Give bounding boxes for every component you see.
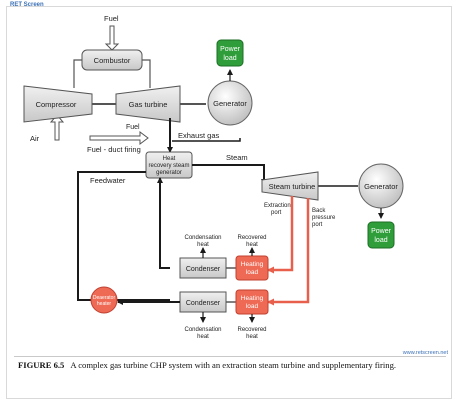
- back-pressure-label-3: port: [312, 222, 323, 228]
- steam-turbine-label: Steam turbine: [269, 182, 316, 191]
- chp-diagram: Fuel Air Fuel - duct firing Combustor Co…: [23, 14, 404, 340]
- recovered-heat-bottom-label-2: heat: [246, 334, 258, 340]
- generator-top-label: Generator: [213, 99, 247, 108]
- power-load-top-label-1: Power: [220, 46, 241, 53]
- recovered-heat-bottom-label-1: Recovered: [237, 327, 266, 333]
- hrsg-label-2: recovery steam: [148, 163, 189, 169]
- feedwater-line: [77, 171, 170, 301]
- hrsg-label-1: Heat: [163, 156, 176, 162]
- caption-rule: [14, 356, 446, 357]
- hrsg-label-3: generator: [156, 170, 182, 176]
- gas-turbine-label: Gas turbine: [129, 100, 168, 109]
- fuel-duct-label: Fuel - duct firing: [87, 145, 141, 154]
- deaerator-label-1: Deaerator: [93, 295, 116, 301]
- compressor-label: Compressor: [36, 100, 77, 109]
- header-brand: RET Screen: [10, 2, 44, 8]
- combustor-to-turbine-line: [142, 59, 151, 88]
- compressor-to-combustor-line: [73, 59, 82, 88]
- steam-line: [192, 164, 267, 185]
- air-arrow: [49, 114, 65, 141]
- back-pressure-label-2: pressure: [312, 215, 336, 221]
- steam-label: Steam: [226, 153, 248, 162]
- steam-turbine-shape: [261, 171, 319, 201]
- extraction-label-1: Extraction: [264, 203, 291, 209]
- back-pressure-steam-line: [267, 198, 310, 306]
- cond-heat-top-label-1: Condensation: [184, 235, 221, 241]
- extraction-steam-line: [267, 196, 294, 274]
- power-load-right: [367, 221, 395, 249]
- recovered-heat-top-label-1: Recovered: [237, 235, 266, 241]
- heating-load-bottom-label-2: load: [246, 303, 259, 310]
- feedwater-label: Feedwater: [90, 176, 126, 185]
- cond-heat-bottom-label-2: heat: [197, 334, 209, 340]
- condenser-bottom-label: Condenser: [186, 300, 221, 307]
- exhaust-out-line: [172, 138, 241, 142]
- heating-load-top: [235, 255, 269, 281]
- compressor-shape: [23, 85, 93, 123]
- figure-number: FIGURE 6.5: [18, 360, 65, 370]
- combustor-label: Combustor: [94, 56, 131, 65]
- condenser-top-label: Condenser: [186, 266, 221, 273]
- power-load-right-label-1: Power: [371, 228, 392, 235]
- power-load-top-label-2: load: [223, 55, 236, 62]
- watermark: www.retscreen.net: [402, 350, 448, 356]
- recovered-heat-top-label-2: heat: [246, 242, 258, 248]
- gas-turbine-shape: [115, 85, 181, 123]
- power-load-top: [216, 39, 244, 67]
- exhaust-gas-label: Exhaust gas: [178, 131, 220, 140]
- air-label: Air: [30, 134, 40, 143]
- power-load-right-label-2: load: [374, 237, 387, 244]
- heating-load-bottom: [235, 289, 269, 315]
- back-pressure-label-1: Back: [312, 208, 326, 214]
- cond-heat-top-label-2: heat: [197, 242, 209, 248]
- fuel-top-arrow: [104, 25, 120, 51]
- generator-right-label: Generator: [364, 182, 398, 191]
- heating-load-bottom-label-1: Heating: [241, 295, 264, 302]
- fuel-lower-label: Fuel: [126, 124, 140, 131]
- heating-load-top-label-1: Heating: [241, 261, 264, 268]
- fuel-duct-arrow: [89, 131, 149, 145]
- deaerator-label-2: heater: [97, 301, 112, 307]
- condensate-return-line: [157, 177, 170, 269]
- extraction-label-2: port: [271, 210, 282, 216]
- figure-frame: [6, 6, 452, 399]
- figure-caption-text: A complex gas turbine CHP system with an…: [70, 360, 397, 370]
- figure-caption: FIGURE 6.5 A complex gas turbine CHP syst…: [18, 360, 448, 371]
- fuel-top-label: Fuel: [104, 14, 119, 23]
- cond-heat-bottom-label-1: Condensation: [184, 327, 221, 333]
- heating-load-top-label-2: load: [246, 269, 259, 276]
